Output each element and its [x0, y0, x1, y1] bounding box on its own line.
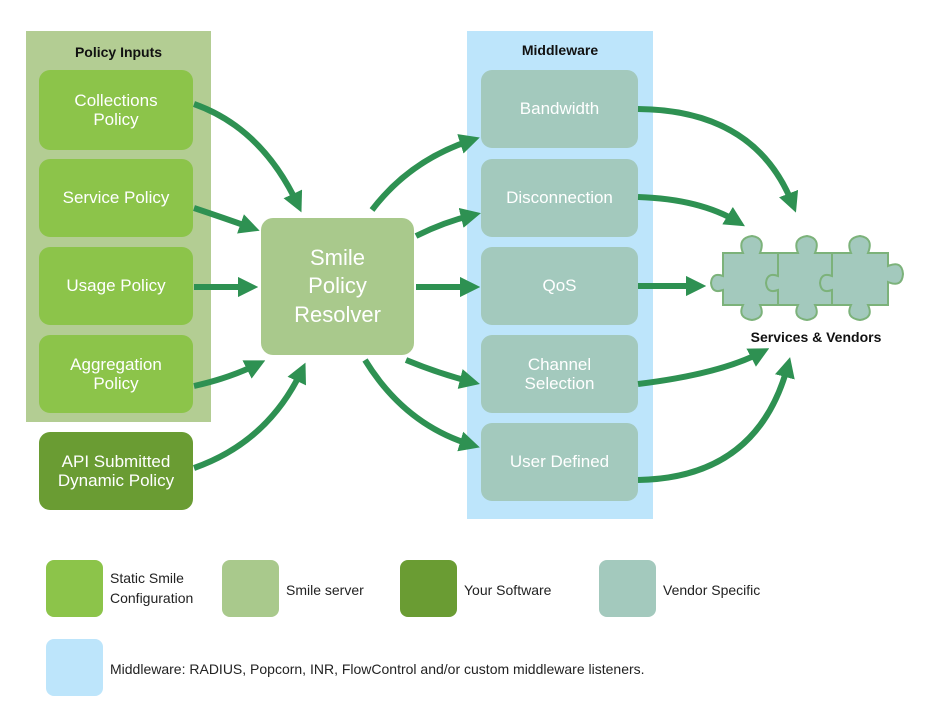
- channel-selection-box: Channel Selection: [481, 335, 638, 413]
- arrow-collections-to-resolver: [193, 101, 303, 213]
- service-policy-box: Service Policy: [39, 159, 193, 237]
- api-dynamic-policy-box: API Submitted Dynamic Policy: [39, 432, 193, 510]
- services-vendors-label: Services & Vendors: [750, 329, 882, 345]
- legend-swatch-static: [46, 560, 103, 617]
- arrow-bandwidth-to-services: [637, 106, 799, 213]
- arrow-resolver-to-disconnection: [414, 207, 481, 239]
- legend-label-server: Smile server: [286, 582, 364, 598]
- arrow-api-to-resolver: [193, 362, 306, 471]
- arrow-channel-to-services: [637, 348, 770, 387]
- legend-label-middleware: Middleware: RADIUS, Popcorn, INR, FlowCo…: [110, 661, 645, 677]
- aggregation-policy-box: Aggregation Policy: [39, 335, 193, 413]
- arrow-disconnection-to-services: [637, 194, 745, 227]
- legend-swatch-software: [400, 560, 457, 617]
- legend-label-static: Static Smile Configuration: [110, 570, 194, 607]
- puzzle-pieces-icon: [709, 234, 905, 322]
- bandwidth-box: Bandwidth: [481, 70, 638, 148]
- smile-policy-resolver-box: Smile Policy Resolver: [261, 218, 414, 355]
- arrow-service-to-resolver: [193, 205, 260, 234]
- arrow-resolver-to-channel: [404, 357, 480, 389]
- arrow-resolver-to-userdefined: [362, 358, 480, 452]
- arrow-aggregation-to-resolver: [193, 360, 266, 389]
- policy-inputs-title: Policy Inputs: [74, 44, 163, 60]
- usage-policy-box: Usage Policy: [39, 247, 193, 325]
- collections-policy-box: Collections Policy: [39, 70, 193, 150]
- disconnection-box: Disconnection: [481, 159, 638, 237]
- middleware-title: Middleware: [521, 42, 599, 58]
- legend-swatch-server: [222, 560, 279, 617]
- arrow-userdefined-to-services: [637, 357, 795, 483]
- user-defined-box: User Defined: [481, 423, 638, 501]
- legend-label-vendor: Vendor Specific: [663, 582, 761, 598]
- legend-swatch-middleware: [46, 639, 103, 696]
- qos-box: QoS: [481, 247, 638, 325]
- legend-label-software: Your Software: [464, 582, 552, 598]
- legend-swatch-vendor: [599, 560, 656, 617]
- arrow-resolver-to-bandwidth: [369, 134, 480, 212]
